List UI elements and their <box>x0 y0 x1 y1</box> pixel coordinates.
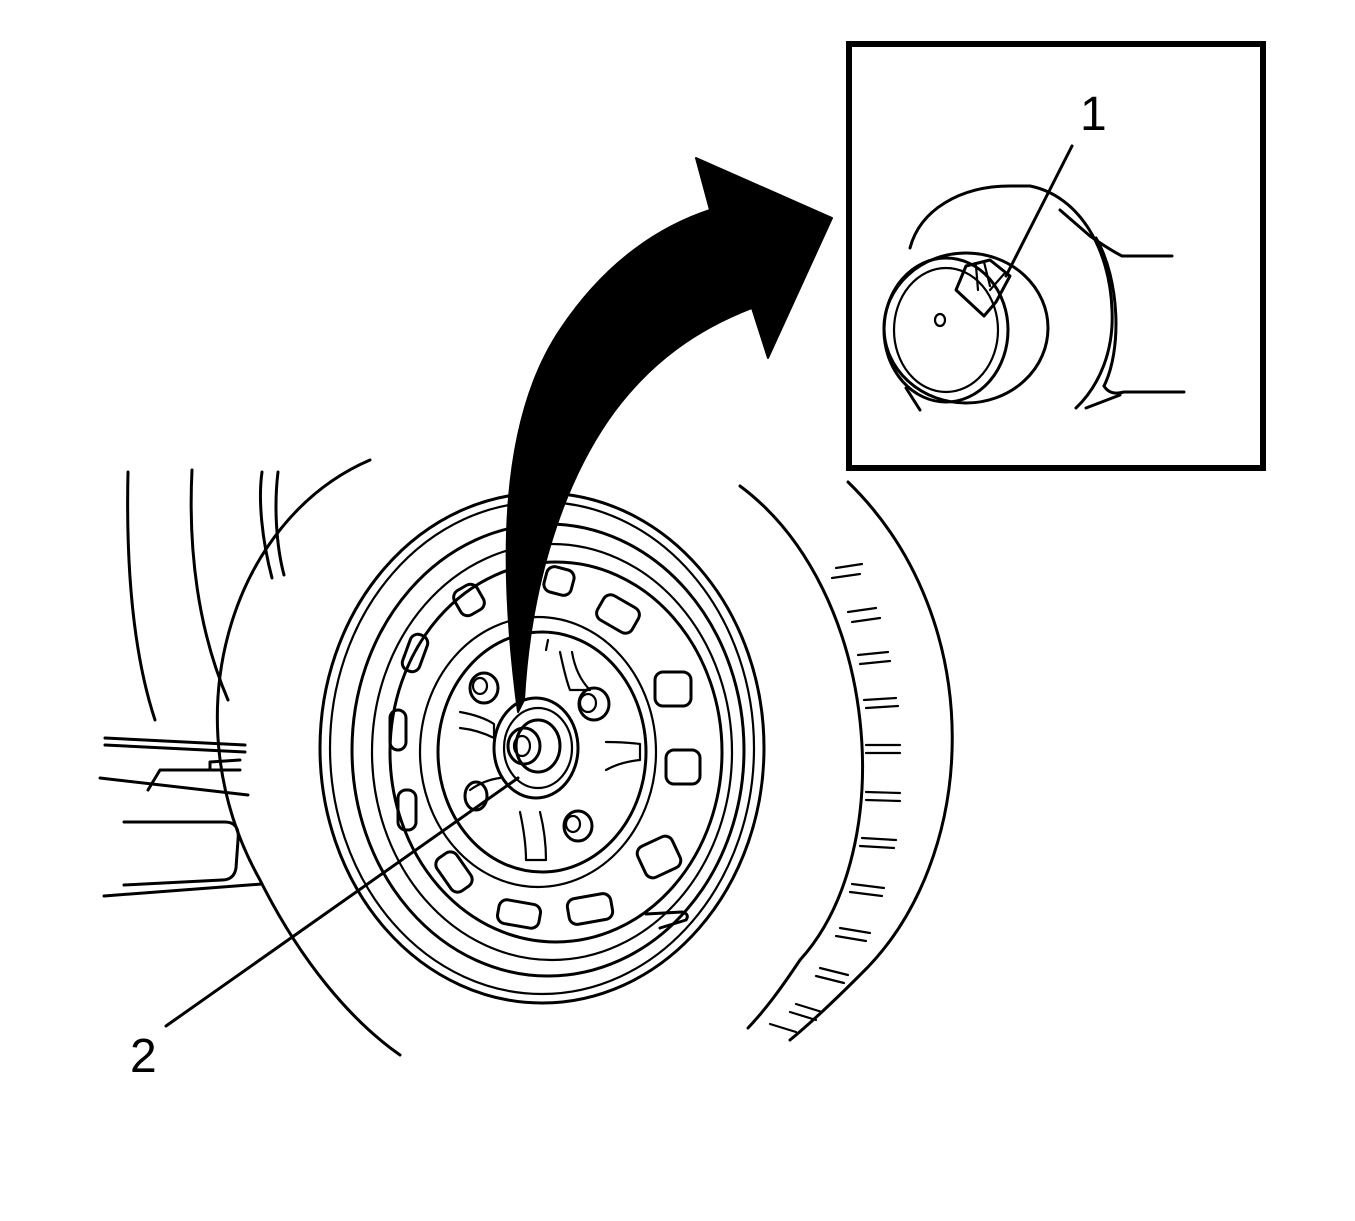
center-hub-nut <box>492 696 580 800</box>
callout-2-leader <box>164 776 520 1028</box>
lug-nuts <box>463 671 611 843</box>
wheel-hub-spokes <box>458 638 642 862</box>
zoom-arrow <box>505 157 833 713</box>
detail-inset <box>846 41 1266 471</box>
vehicle-body-lines <box>98 468 286 898</box>
tire-tread-marks <box>768 562 902 1034</box>
callout-2-label: 2 <box>130 1030 157 1083</box>
wheel-vent-slots <box>388 565 702 930</box>
tire-outline <box>215 458 954 1057</box>
callout-1-label: 1 <box>1080 88 1107 141</box>
